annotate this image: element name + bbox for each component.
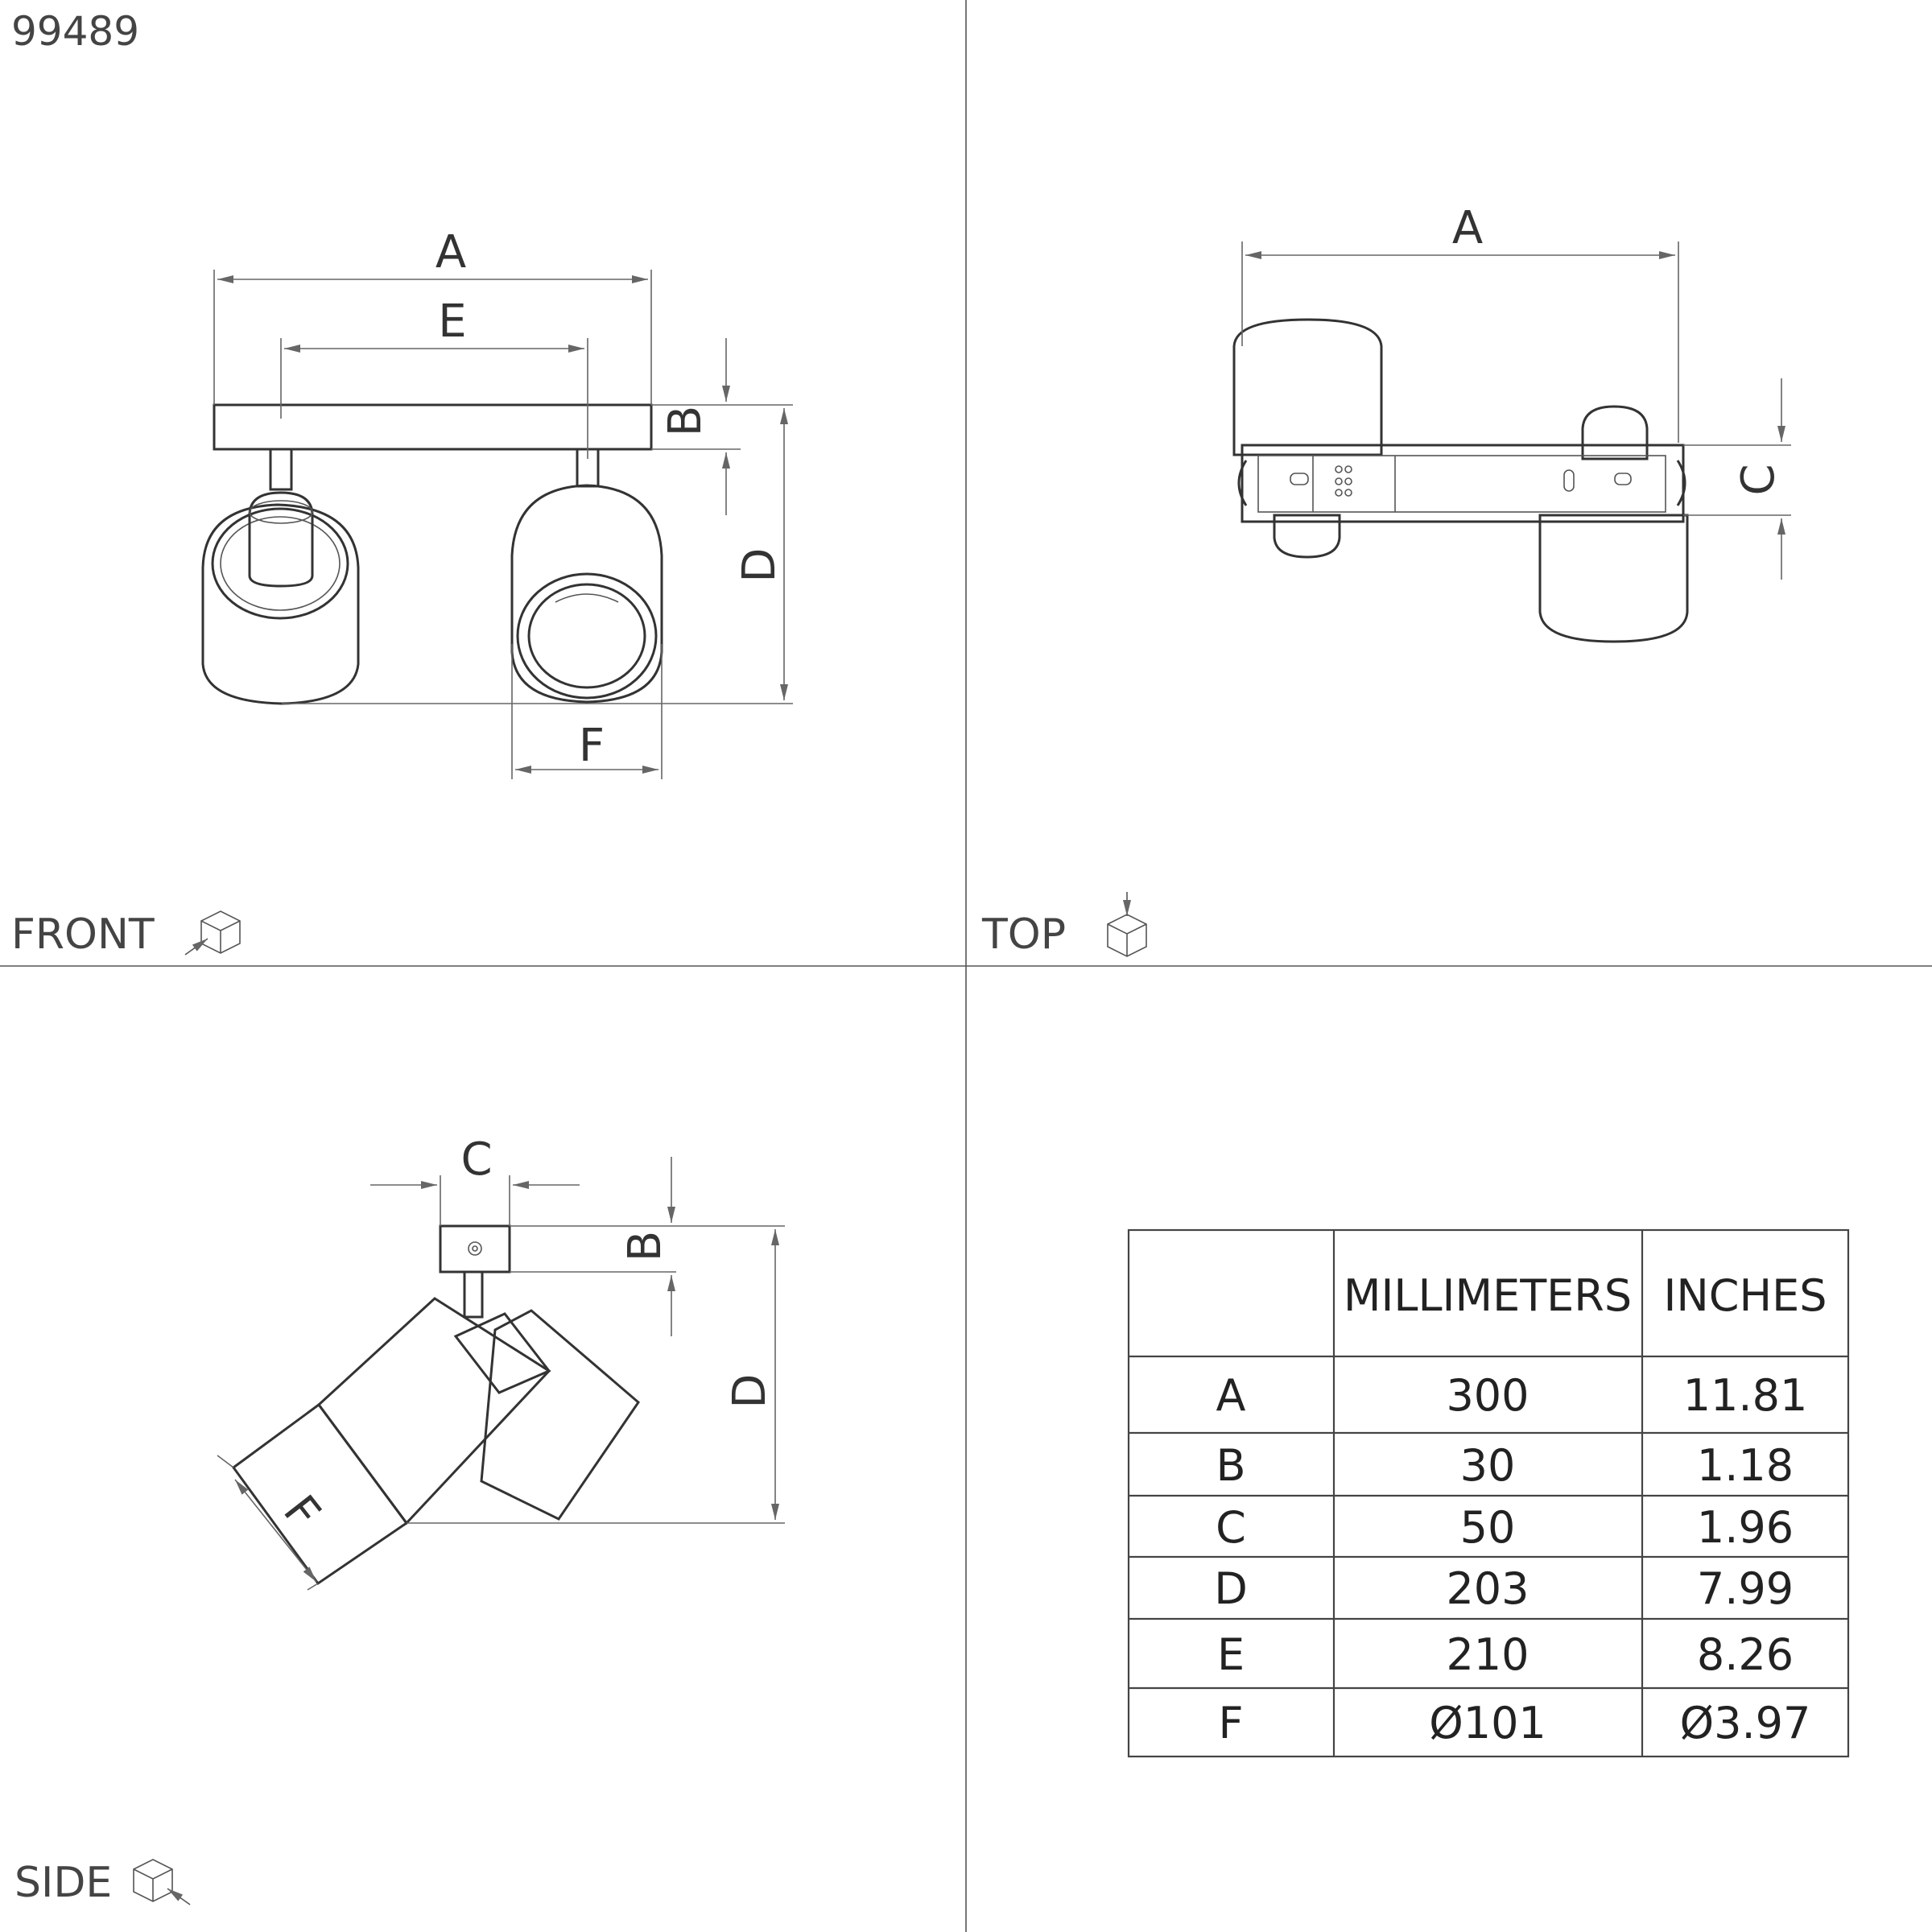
- side-view-label: SIDE: [14, 1859, 112, 1907]
- side-dim-c-label: C: [460, 1133, 492, 1186]
- side-canopy: [439, 1224, 511, 1274]
- table-cell-in: 7.99: [1697, 1563, 1794, 1614]
- table-row: F Ø101 Ø3.97: [1218, 1698, 1810, 1748]
- table-cell-mm: Ø101: [1429, 1698, 1546, 1748]
- top-view-cube-icon: [1107, 892, 1147, 957]
- table-cell-mm: 210: [1446, 1629, 1529, 1680]
- top-dim-c-label: C: [1732, 464, 1785, 495]
- side-dim-b-label: B: [619, 1231, 671, 1261]
- table-cell-dim: D: [1214, 1563, 1248, 1614]
- table-cell-mm: 50: [1460, 1502, 1516, 1553]
- front-dim-e-label: E: [438, 295, 466, 348]
- top-right-shade: [1538, 514, 1689, 643]
- top-view: A C: [1232, 202, 1791, 643]
- front-dim-a-label: A: [436, 226, 466, 279]
- top-terminal-holes: [1335, 465, 1352, 497]
- table-cell-in: Ø3.97: [1680, 1698, 1811, 1748]
- table-header-inches: INCHES: [1663, 1270, 1827, 1321]
- front-view-label: FRONT: [11, 910, 155, 959]
- dimension-table: MILLIMETERS INCHES A 300 11.81 B 30 1.18…: [1127, 1228, 1850, 1758]
- top-dim-a-label: A: [1452, 202, 1483, 254]
- table-cell-dim: C: [1216, 1502, 1246, 1553]
- table-header-millimeters: MILLIMETERS: [1344, 1270, 1632, 1321]
- side-rear-shade: [480, 1309, 640, 1521]
- table-cell-dim: F: [1218, 1698, 1243, 1748]
- table-cell-in: 8.26: [1697, 1629, 1794, 1680]
- front-left-shade: [201, 491, 360, 705]
- top-mounting-plate: [1241, 444, 1685, 523]
- front-left-stem: [269, 448, 293, 491]
- table-cell-dim: B: [1216, 1440, 1245, 1491]
- table-row: C 50 1.96: [1216, 1502, 1794, 1553]
- front-dim-b-label: B: [659, 406, 712, 436]
- side-stem: [463, 1270, 484, 1319]
- front-mounting-bar: [213, 403, 653, 451]
- table-cell-in: 1.18: [1697, 1440, 1794, 1491]
- side-front-shade: [231, 1297, 551, 1586]
- table-row: D 203 7.99: [1214, 1563, 1794, 1614]
- table-cell-in: 1.96: [1697, 1502, 1794, 1553]
- front-view: A E B D F: [201, 226, 793, 779]
- table-cell-dim: E: [1217, 1629, 1245, 1680]
- front-dim-d-label: D: [733, 547, 786, 582]
- table-cell-mm: 30: [1460, 1440, 1516, 1491]
- front-dim-f-label: F: [579, 720, 605, 772]
- side-dim-f-label: F: [273, 1486, 330, 1538]
- table-cell-mm: 203: [1446, 1563, 1529, 1614]
- table-cell-mm: 300: [1446, 1370, 1529, 1421]
- front-view-cube-icon: [184, 910, 241, 956]
- top-right-socket: [1581, 405, 1649, 460]
- table-row: E 210 8.26: [1217, 1629, 1794, 1680]
- table-cell-in: 11.81: [1683, 1370, 1808, 1421]
- side-dim-d-label: D: [724, 1373, 776, 1408]
- table-cell-dim: A: [1216, 1370, 1246, 1421]
- side-view: C B D F: [217, 1133, 785, 1591]
- front-right-shade: [510, 484, 663, 704]
- table-row: A 300 11.81: [1216, 1370, 1808, 1421]
- top-left-socket: [1273, 514, 1341, 559]
- side-view-cube-icon: [133, 1859, 191, 1905]
- top-view-label: TOP: [981, 910, 1066, 959]
- top-left-shade: [1232, 318, 1383, 456]
- table-row: B 30 1.18: [1216, 1440, 1794, 1491]
- model-number: 99489: [11, 8, 139, 55]
